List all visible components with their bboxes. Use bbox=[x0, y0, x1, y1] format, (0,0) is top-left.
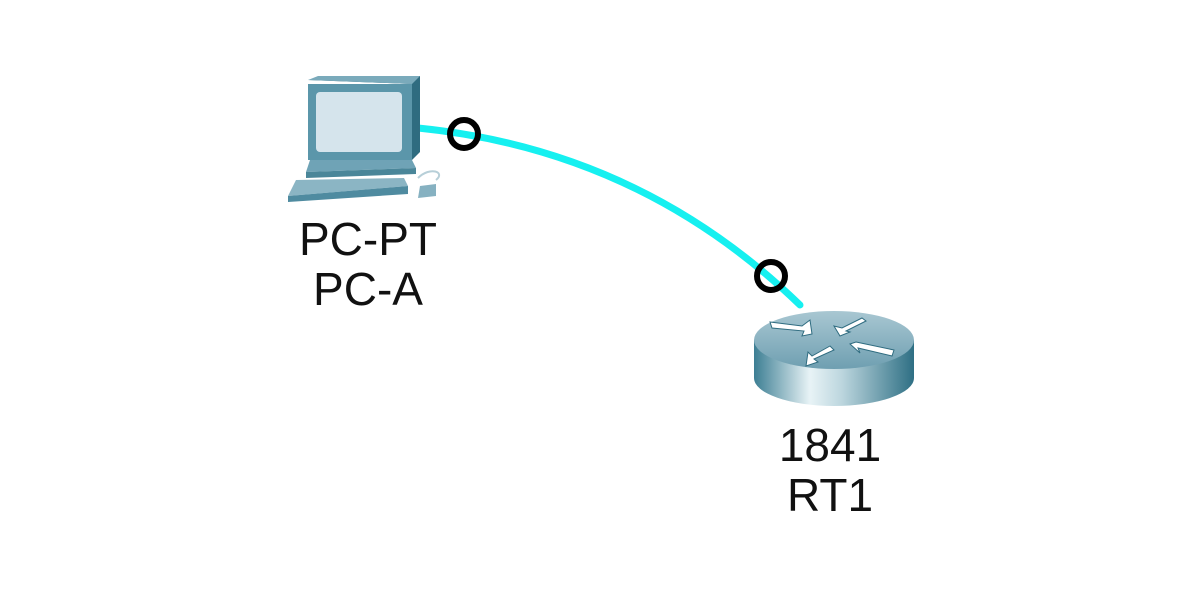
pc-model-label: PC-PT bbox=[299, 213, 437, 265]
router-icon[interactable] bbox=[754, 311, 914, 406]
router-model-label: 1841 bbox=[778, 419, 882, 471]
router-label: 1841 RT1 bbox=[745, 420, 915, 520]
pc-icon[interactable] bbox=[288, 76, 441, 202]
pc-label: PC-PT PC-A bbox=[268, 214, 468, 314]
link-status-light-router bbox=[754, 259, 788, 293]
cable-link[interactable] bbox=[414, 124, 804, 309]
link-status-light-pc bbox=[447, 117, 481, 151]
router-arrows bbox=[769, 317, 895, 367]
pc-name-label: PC-A bbox=[313, 263, 423, 315]
router-name-label: RT1 bbox=[786, 469, 874, 521]
